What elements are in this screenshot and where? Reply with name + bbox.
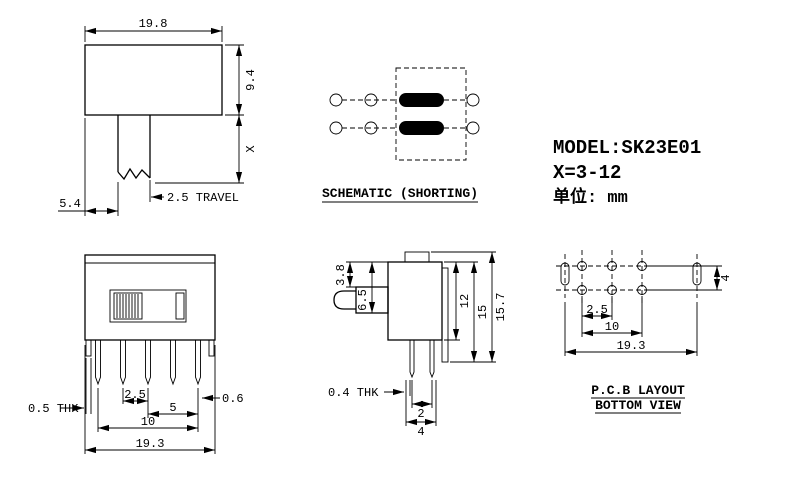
contact-terminal	[466, 93, 480, 107]
caption-underline	[591, 397, 685, 414]
dim-stem-top: 3.8	[334, 264, 348, 286]
dim-travel: 2.5 TRAVEL	[167, 191, 239, 205]
schematic-view: SCHEMATIC (SHORTING)	[322, 67, 480, 203]
shorting-bar	[399, 121, 444, 135]
mounting-slot	[692, 262, 702, 286]
dim-body-height: 12	[458, 294, 472, 308]
pcb-pad	[607, 285, 617, 295]
pcb-pad	[607, 261, 617, 271]
slide-knob	[113, 292, 143, 320]
window-detail	[175, 292, 185, 320]
top-view: 19.8 9.4 X 2.5 TRAVEL 5.4	[58, 17, 258, 216]
dim-tab-thickness: 0.5 THK	[28, 402, 79, 416]
dim-pcb-pitch: 2.5	[586, 303, 608, 317]
dim-stem-length: X	[244, 145, 258, 152]
dim-total-height: 15.7	[494, 293, 508, 322]
pcb-pad	[577, 285, 587, 295]
dim-pcb-width: 19.3	[617, 339, 646, 353]
shorting-bar	[399, 93, 444, 107]
pin	[170, 340, 176, 386]
top-tab	[404, 251, 430, 263]
dim-top-height: 9.4	[244, 69, 258, 91]
pcb-layout-view: 4 2.5 10 19.3 P.C.B LAYOUT BOTTOM VIEW	[556, 250, 733, 414]
contact-terminal	[329, 93, 343, 107]
pad-centerlines-h	[556, 265, 704, 291]
title-block: MODEL:SK23E01 X=3-12 单位: mm	[553, 137, 701, 208]
stem-tip	[333, 290, 356, 310]
contact-terminal	[329, 121, 343, 135]
pin	[195, 340, 201, 386]
pin	[145, 340, 151, 386]
switch-body-top	[84, 44, 223, 116]
switch-body-side	[387, 261, 443, 341]
pad-centerlines-v	[581, 250, 643, 304]
pcb-pad	[637, 261, 647, 271]
dim-stem-bottom: 6.5	[356, 289, 370, 311]
model-number: MODEL:SK23E01	[553, 137, 701, 159]
stem-break-line	[117, 167, 151, 181]
switch-body-front	[84, 254, 216, 341]
dim-pin-span: 10	[141, 415, 155, 429]
pcb-pad	[637, 285, 647, 295]
slide-window	[109, 289, 187, 323]
pin	[429, 340, 435, 379]
dim-mid-height: 15	[476, 305, 490, 319]
front-view: 0.5 THK 2.5 5 0.6 10 19.3	[28, 254, 244, 454]
x-spec: X=3-12	[553, 162, 621, 184]
mount-tab	[208, 339, 215, 357]
pin	[95, 340, 101, 386]
pin	[409, 340, 415, 379]
dim-pcb-span: 10	[605, 320, 619, 334]
knob-serrations	[116, 294, 139, 318]
pcb-caption-line2: BOTTOM VIEW	[595, 398, 681, 413]
dim-body-width: 19.3	[136, 437, 165, 451]
mount-tab	[85, 339, 92, 357]
dim-top-width: 19.8	[139, 17, 168, 31]
contact-terminal	[466, 121, 480, 135]
mounting-slot	[560, 262, 570, 286]
dim-pcb-row-gap: 4	[719, 274, 733, 281]
dim-pin-gap: 2	[417, 407, 424, 421]
slot-centerlines	[564, 254, 698, 298]
contact-terminal	[364, 121, 378, 135]
pcb-pad	[577, 261, 587, 271]
slider-outline-dashed	[395, 67, 467, 161]
schematic-caption: SCHEMATIC (SHORTING)	[322, 186, 478, 201]
side-view: 3.8 6.5 12 15 15.7 0.4 THK 2 4	[328, 251, 508, 439]
unit-note: 单位: mm	[553, 186, 628, 208]
dim-pin-pitch-a: 2.5	[124, 388, 146, 402]
pcb-caption-line1: P.C.B LAYOUT	[591, 383, 685, 398]
dim-stem-offset: 5.4	[59, 197, 81, 211]
dim-pin-width: 0.6	[222, 392, 244, 406]
dim-pin-pitch-b: 5	[169, 401, 176, 415]
dim-pin-thickness: 0.4 THK	[328, 386, 379, 400]
pin	[120, 340, 126, 386]
contact-centerlines	[342, 99, 467, 129]
dim-pin-row-span: 4	[417, 425, 424, 439]
contact-terminal	[364, 93, 378, 107]
side-bracket	[441, 267, 449, 363]
